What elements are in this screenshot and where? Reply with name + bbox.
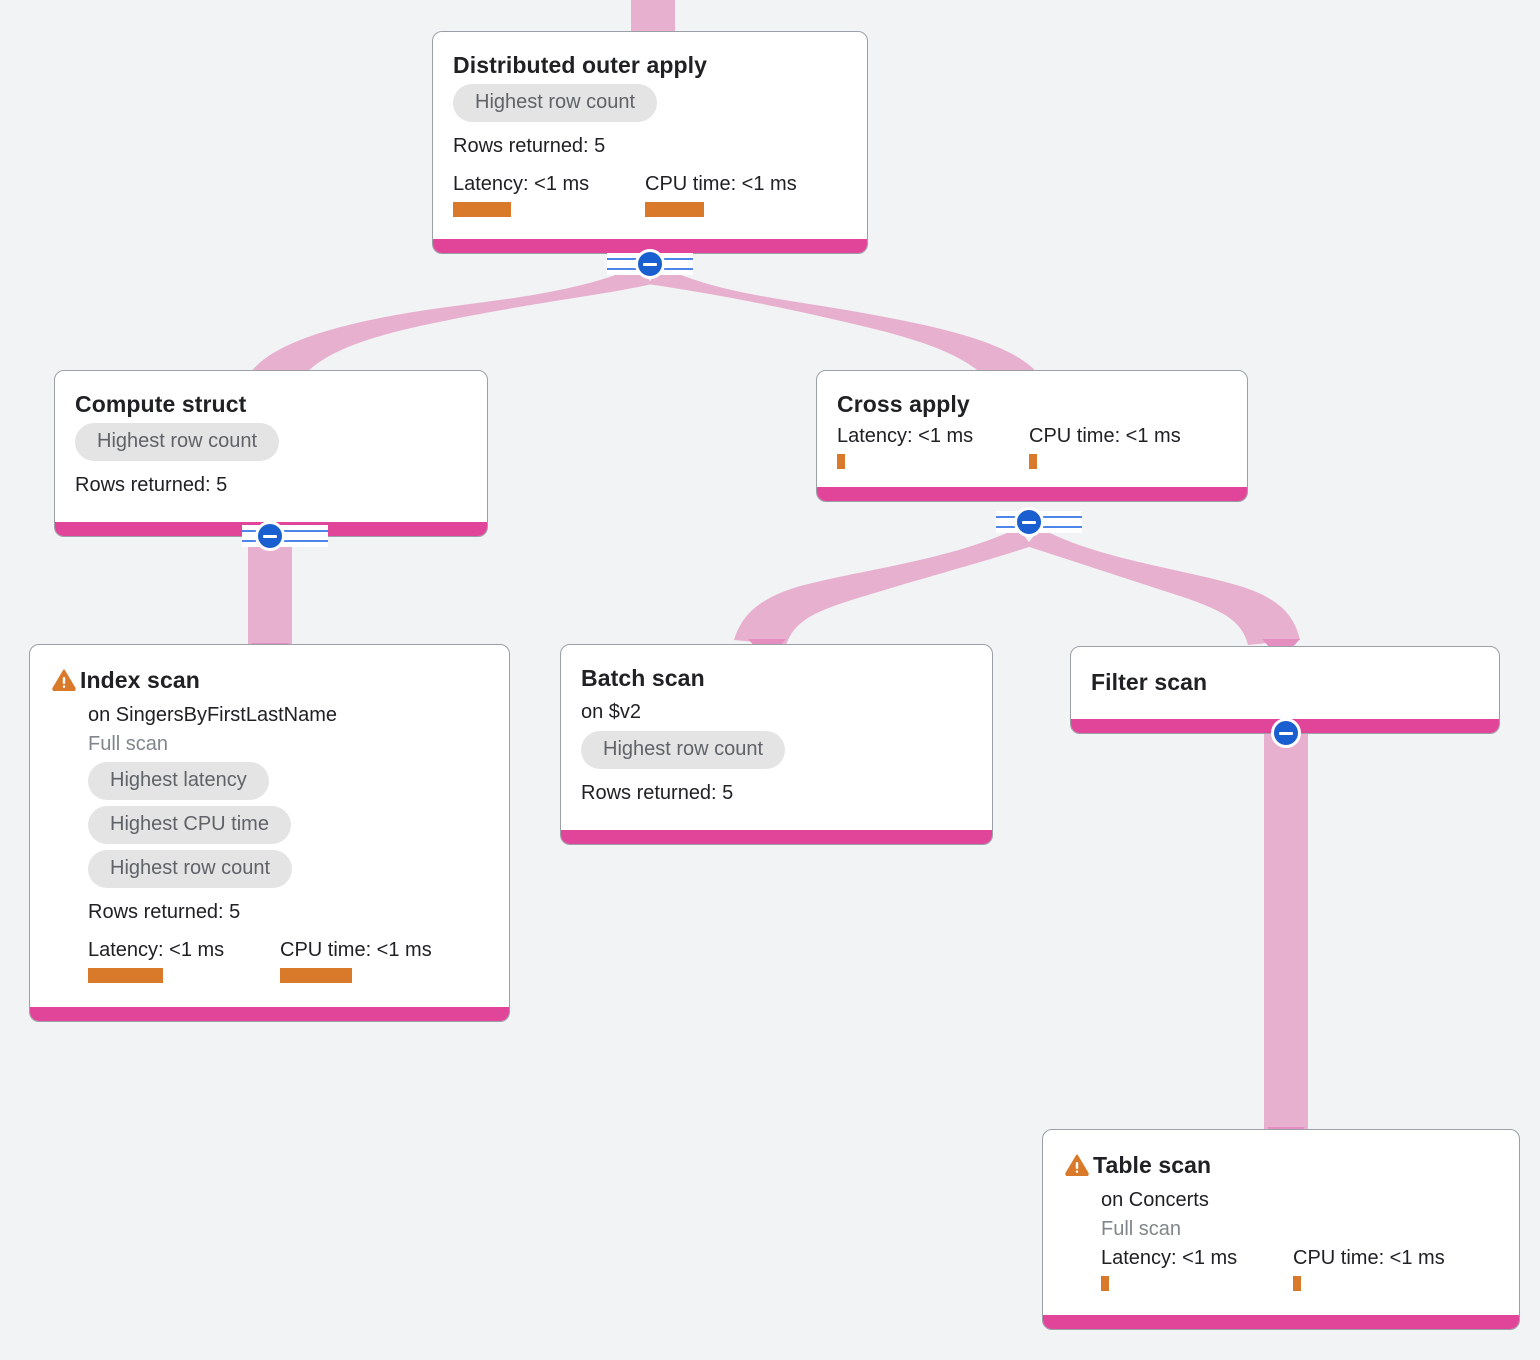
edge-root-to-compute-struct bbox=[248, 266, 652, 380]
node-title: Filter scan bbox=[1091, 669, 1208, 695]
node-badges: Highest row count bbox=[581, 731, 972, 775]
edge-cross-apply-to-batch-scan bbox=[734, 528, 1032, 645]
metric-cpu-time: CPU time: <1 ms bbox=[1029, 423, 1181, 469]
node-batch-scan[interactable]: Batch scan on $v2 Highest row count Rows… bbox=[560, 644, 993, 845]
edge-compute-struct-to-index-scan bbox=[248, 534, 292, 648]
node-title: Table scan bbox=[1093, 1152, 1212, 1178]
metric-cpu-time: CPU time: <1 ms bbox=[1293, 1245, 1445, 1291]
node-bottom-bar bbox=[561, 830, 992, 844]
metric-cpu-time-label: CPU time: <1 ms bbox=[1293, 1247, 1445, 1269]
node-bottom-bar bbox=[1043, 1315, 1519, 1329]
node-header: Filter scan bbox=[1091, 667, 1479, 697]
node-header: Compute struct bbox=[75, 389, 467, 419]
node-title: Index scan bbox=[80, 667, 200, 693]
metric-latency: Latency: <1 ms bbox=[453, 171, 645, 217]
rows-returned: Rows returned: 5 bbox=[453, 135, 606, 157]
node-metrics: Latency: <1 ms CPU time: <1 ms bbox=[1101, 1245, 1499, 1291]
rows-returned: Rows returned: 5 bbox=[88, 901, 241, 923]
metric-cpu-time: CPU time: <1 ms bbox=[645, 171, 797, 217]
metric-latency-bar bbox=[453, 202, 511, 217]
badge-highest-row-count: Highest row count bbox=[75, 423, 280, 461]
warning-icon bbox=[1065, 1154, 1093, 1181]
node-target: on Concerts bbox=[1101, 1189, 1209, 1211]
metric-latency-bar bbox=[1101, 1276, 1109, 1291]
edge-incoming-root bbox=[631, 0, 675, 32]
metric-cpu-time-label: CPU time: <1 ms bbox=[280, 939, 432, 961]
collapse-toggle-compute-struct[interactable] bbox=[255, 521, 285, 551]
node-metrics: Latency: <1 ms CPU time: <1 ms bbox=[88, 937, 489, 983]
collapse-toggle-cross-apply[interactable] bbox=[1014, 507, 1044, 537]
metric-latency-label: Latency: <1 ms bbox=[88, 939, 225, 961]
metric-latency-bar bbox=[837, 454, 845, 469]
node-compute-struct[interactable]: Compute struct Highest row count Rows re… bbox=[54, 370, 488, 537]
metric-cpu-time-label: CPU time: <1 ms bbox=[1029, 425, 1181, 447]
node-title: Distributed outer apply bbox=[453, 52, 708, 78]
edge-cross-apply-to-filter-scan bbox=[1026, 528, 1300, 645]
node-bottom-bar bbox=[433, 239, 867, 253]
metric-cpu-time-bar bbox=[280, 968, 352, 983]
node-target: on SingersByFirstLastName bbox=[88, 704, 337, 726]
node-title: Compute struct bbox=[75, 391, 247, 417]
node-title: Cross apply bbox=[837, 391, 970, 417]
node-body: Filter scan bbox=[1071, 647, 1499, 719]
node-badges: Highest row count bbox=[75, 423, 467, 467]
node-title: Batch scan bbox=[581, 665, 705, 691]
metric-cpu-time-bar bbox=[1293, 1276, 1301, 1291]
node-details: on SingersByFirstLastName Full scan High… bbox=[52, 700, 489, 983]
warning-icon bbox=[52, 669, 80, 696]
node-bottom-bar bbox=[30, 1007, 509, 1021]
node-header: Distributed outer apply bbox=[453, 50, 847, 80]
node-table-scan[interactable]: Table scan on Concerts Full scan Latency… bbox=[1042, 1129, 1520, 1330]
node-badges: Highest row count bbox=[453, 84, 847, 128]
metric-latency-label: Latency: <1 ms bbox=[453, 173, 590, 195]
node-body: Cross apply Latency: <1 ms CPU time: <1 … bbox=[817, 371, 1247, 487]
node-metrics: Latency: <1 ms CPU time: <1 ms bbox=[453, 171, 847, 217]
node-metrics: Latency: <1 ms CPU time: <1 ms bbox=[837, 423, 1227, 469]
metric-latency-label: Latency: <1 ms bbox=[1101, 1247, 1238, 1269]
node-target: on $v2 bbox=[581, 701, 642, 723]
node-scan-type: Full scan bbox=[1101, 1218, 1182, 1240]
collapse-toggle-distributed-outer-apply[interactable] bbox=[635, 249, 665, 279]
metric-latency: Latency: <1 ms bbox=[1101, 1245, 1293, 1291]
node-header: Table scan bbox=[1065, 1150, 1499, 1181]
metric-cpu-time: CPU time: <1 ms bbox=[280, 937, 432, 983]
metric-cpu-time-label: CPU time: <1 ms bbox=[645, 173, 797, 195]
metric-latency: Latency: <1 ms bbox=[837, 423, 1029, 469]
node-cross-apply[interactable]: Cross apply Latency: <1 ms CPU time: <1 … bbox=[816, 370, 1248, 502]
badge-highest-latency: Highest latency bbox=[88, 762, 269, 800]
node-badges: Highest latency Highest CPU time Highest… bbox=[88, 762, 489, 894]
metric-cpu-time-bar bbox=[645, 202, 704, 217]
node-body: Table scan on Concerts Full scan Latency… bbox=[1043, 1130, 1519, 1315]
metric-latency-bar bbox=[88, 968, 163, 983]
node-header: Batch scan bbox=[581, 663, 972, 693]
badge-highest-cpu-time: Highest CPU time bbox=[88, 806, 291, 844]
node-body: Compute struct Highest row count Rows re… bbox=[55, 371, 487, 522]
node-header: Index scan bbox=[52, 665, 489, 696]
node-body: Distributed outer apply Highest row coun… bbox=[433, 32, 867, 239]
edge-filter-scan-to-table-scan bbox=[1264, 730, 1308, 1132]
rows-returned: Rows returned: 5 bbox=[581, 782, 734, 804]
edge-root-to-cross-apply bbox=[648, 266, 1040, 380]
node-body: Batch scan on $v2 Highest row count Rows… bbox=[561, 645, 992, 830]
node-body: Index scan on SingersByFirstLastName Ful… bbox=[30, 645, 509, 1007]
node-distributed-outer-apply[interactable]: Distributed outer apply Highest row coun… bbox=[432, 31, 868, 254]
rows-returned: Rows returned: 5 bbox=[75, 474, 228, 496]
node-index-scan[interactable]: Index scan on SingersByFirstLastName Ful… bbox=[29, 644, 510, 1022]
collapse-toggle-filter-scan[interactable] bbox=[1271, 718, 1301, 748]
metric-latency-label: Latency: <1 ms bbox=[837, 425, 974, 447]
metric-latency: Latency: <1 ms bbox=[88, 937, 280, 983]
badge-highest-row-count: Highest row count bbox=[453, 84, 658, 122]
node-scan-type: Full scan bbox=[88, 733, 169, 755]
badge-highest-row-count: Highest row count bbox=[88, 850, 293, 888]
metric-cpu-time-bar bbox=[1029, 454, 1037, 469]
node-details: on Concerts Full scan Latency: <1 ms CPU… bbox=[1065, 1185, 1499, 1291]
node-header: Cross apply bbox=[837, 389, 1227, 419]
badge-highest-row-count: Highest row count bbox=[581, 731, 786, 769]
node-bottom-bar bbox=[817, 487, 1247, 501]
